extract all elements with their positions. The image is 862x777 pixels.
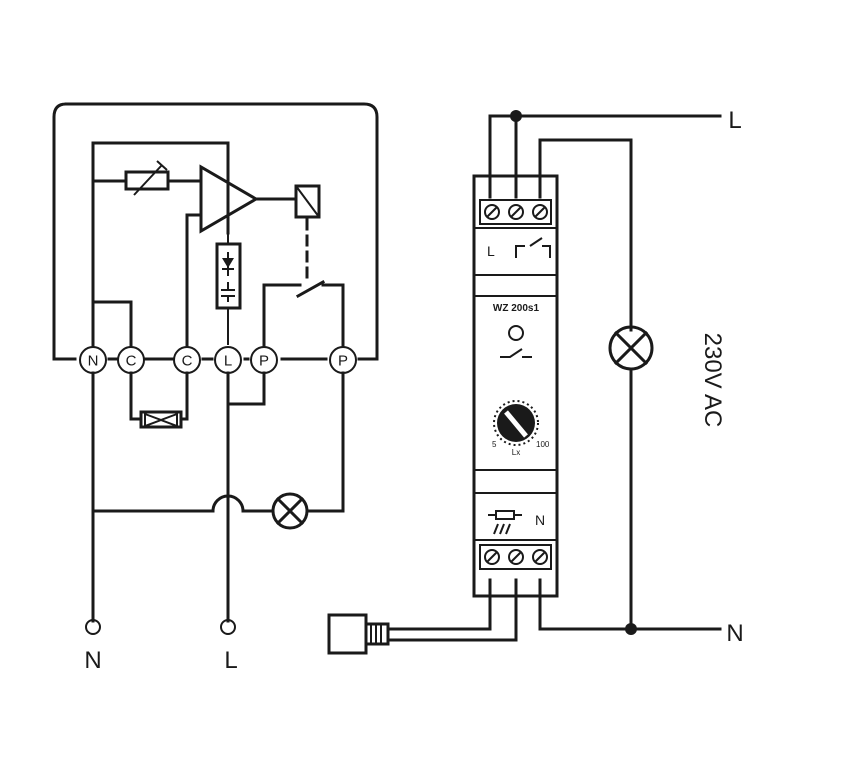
neutral-label: N	[726, 620, 743, 647]
sensor-input-icon	[488, 510, 522, 535]
supply-label-n: N	[84, 647, 101, 674]
relay-contact-icon	[295, 279, 326, 299]
status-led	[508, 325, 524, 341]
junction-dot-n	[625, 623, 637, 635]
voltage-label: 230V AC	[699, 333, 726, 428]
line-label: L	[728, 107, 741, 134]
supply-label-l: L	[224, 647, 237, 674]
variable-resistor-icon	[124, 170, 170, 191]
dial-max-label: 100	[536, 440, 550, 449]
switch-symbol-icon	[500, 348, 532, 358]
device-n-label: N	[535, 512, 545, 528]
output-contact-icon	[515, 237, 551, 258]
svg-text:C: C	[126, 353, 137, 370]
light-sensor-probe-icon	[327, 613, 390, 655]
svg-text:P: P	[259, 353, 269, 370]
lamp-icon	[271, 492, 309, 530]
terminal-n: N	[79, 346, 107, 374]
dial-min-label: 5	[492, 440, 497, 449]
svg-text:L: L	[224, 353, 232, 370]
junction-dot-l	[510, 110, 522, 122]
bottom-screw-terminals-icon	[484, 549, 548, 565]
device-model: WZ 200s1	[493, 303, 540, 314]
terminal-c1: C	[117, 346, 145, 374]
svg-text:P: P	[338, 353, 348, 370]
relay-coil-icon	[294, 184, 321, 219]
terminal-c2: C	[173, 346, 201, 374]
terminal-p2: P	[329, 346, 357, 374]
svg-text:C: C	[182, 353, 193, 370]
supply-terminal-l	[220, 619, 236, 635]
terminal-l: L	[214, 346, 242, 374]
terminal-p1: P	[250, 346, 278, 374]
supply-terminal-n	[85, 619, 101, 635]
lux-adjust-dial[interactable]	[493, 400, 539, 446]
load-lamp-icon	[608, 325, 654, 371]
enclosure-outline	[52, 102, 379, 361]
svg-text:N: N	[88, 353, 99, 370]
din-rail-device: L WZ 200s1 5 100 Lx N	[472, 174, 559, 598]
light-sensor-icon	[139, 410, 183, 429]
device-l-label: L	[487, 243, 495, 259]
schematic: N C C L P P	[52, 102, 379, 674]
top-screw-terminals-icon	[484, 204, 548, 220]
dial-unit-label: Lx	[512, 448, 520, 457]
device-wiring: L N 230V AC L WZ 200s1	[327, 107, 744, 655]
